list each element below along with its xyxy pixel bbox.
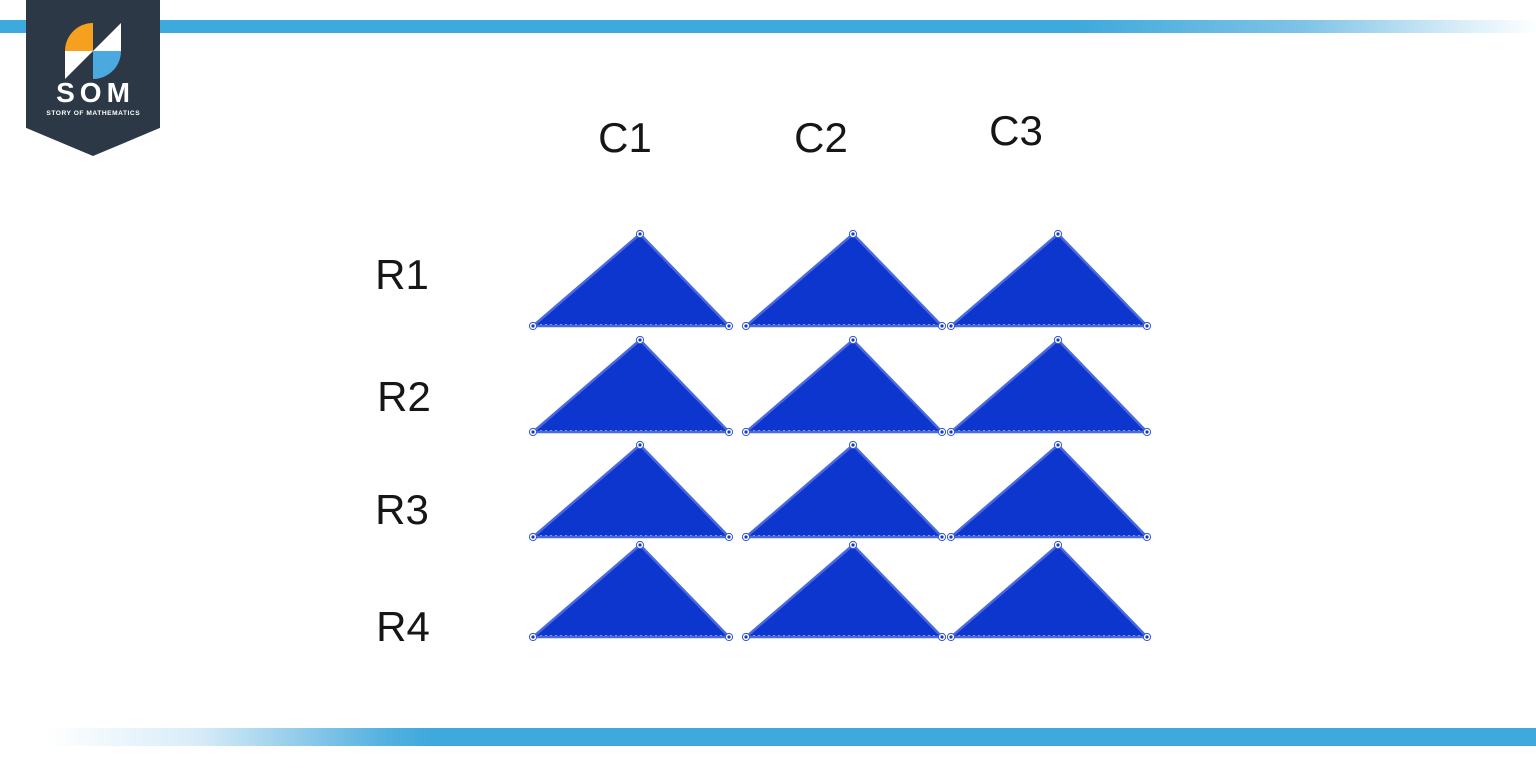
triangle-r4-c1 xyxy=(528,540,734,642)
triangle-r1-c2 xyxy=(741,229,947,331)
triangle-r1-c1 xyxy=(528,229,734,331)
column-label-c1: C1 xyxy=(598,114,652,161)
row-label-r3: R3 xyxy=(375,486,429,533)
triangle-r4-c3 xyxy=(946,540,1152,642)
top-accent-stripe xyxy=(0,20,1536,33)
column-label-c2: C2 xyxy=(794,114,848,161)
pinwheel-white-upper-sail xyxy=(93,23,121,51)
som-logo-banner: SOM STORY OF MATHEMATICS xyxy=(26,0,160,156)
pinwheel-blue-quarter xyxy=(93,51,121,79)
triangle-r1-c3 xyxy=(946,229,1152,331)
row-label-r1: R1 xyxy=(375,251,429,298)
som-logo-text: SOM xyxy=(56,77,135,108)
triangle-r3-c1 xyxy=(528,440,734,542)
triangle-r3-c3 xyxy=(946,440,1152,542)
som-pinwheel-icon xyxy=(65,23,121,79)
triangle-r2-c3 xyxy=(946,335,1152,437)
pinwheel-white-lower-sail xyxy=(65,51,93,79)
som-logo-tagline: STORY OF MATHEMATICS xyxy=(46,110,141,117)
column-label-c3: C3 xyxy=(989,107,1043,154)
row-label-r2: R2 xyxy=(377,373,431,420)
triangle-r3-c2 xyxy=(741,440,947,542)
pinwheel-orange-quarter xyxy=(65,23,93,51)
row-label-r4: R4 xyxy=(376,603,430,650)
triangle-r2-c1 xyxy=(528,335,734,437)
bottom-accent-stripe xyxy=(0,728,1536,746)
triangle-r4-c2 xyxy=(741,540,947,642)
triangle-r2-c2 xyxy=(741,335,947,437)
